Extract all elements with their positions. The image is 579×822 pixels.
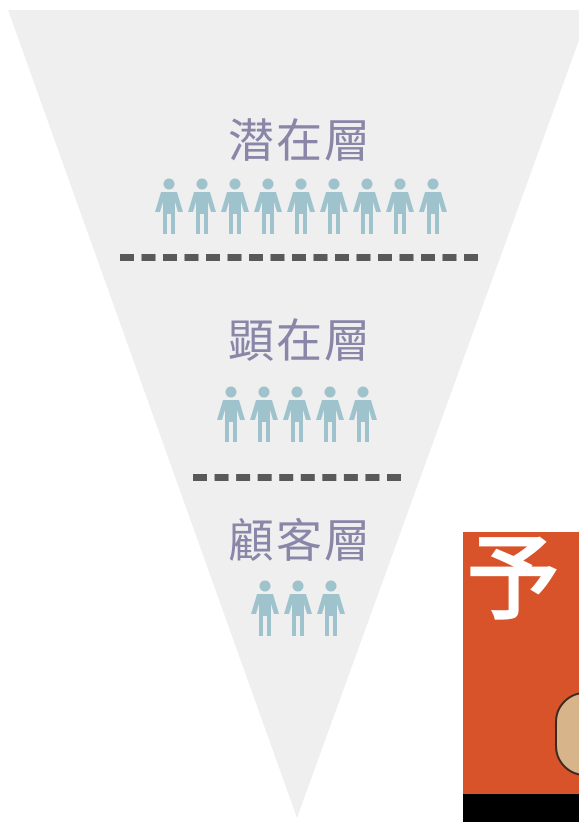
person-icon xyxy=(314,386,346,442)
people-group-customer xyxy=(249,580,347,636)
person-icon xyxy=(285,178,317,234)
person-icon xyxy=(315,580,347,636)
person-icon xyxy=(248,386,280,442)
people-group-apparent xyxy=(215,386,379,442)
thumbnail-bar xyxy=(463,794,579,822)
thumbnail-title: 予 xyxy=(467,532,560,633)
thumbnail-image: 予 xyxy=(463,532,579,822)
layer-label-apparent: 顕在層 xyxy=(228,314,372,368)
person-icon xyxy=(186,178,218,234)
person-icon xyxy=(282,580,314,636)
person-icon xyxy=(417,178,449,234)
thumbnail-face xyxy=(555,692,579,776)
person-icon xyxy=(249,580,281,636)
person-icon xyxy=(318,178,350,234)
layer-label-latent: 潜在層 xyxy=(228,114,372,168)
person-icon xyxy=(153,178,185,234)
layer-label-customer: 顧客層 xyxy=(228,514,372,568)
person-icon xyxy=(215,386,247,442)
person-icon xyxy=(219,178,251,234)
person-icon xyxy=(281,386,313,442)
people-group-latent xyxy=(153,178,449,234)
divider-line xyxy=(120,254,478,261)
person-icon xyxy=(351,178,383,234)
person-icon xyxy=(252,178,284,234)
person-icon xyxy=(384,178,416,234)
person-icon xyxy=(347,386,379,442)
divider-line xyxy=(193,474,401,481)
